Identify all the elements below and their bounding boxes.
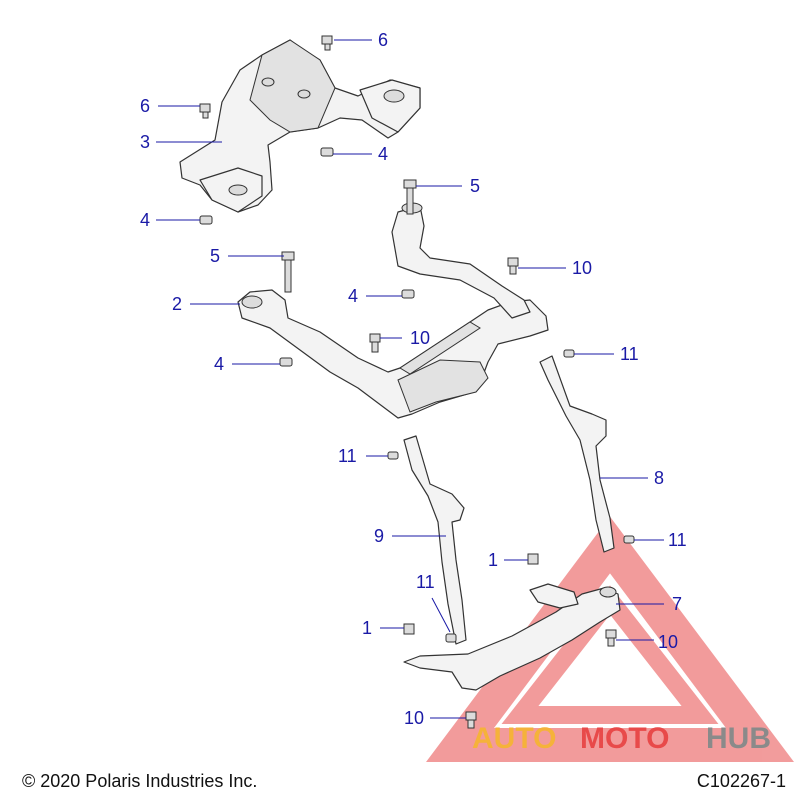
callout-4: 4: [348, 286, 358, 306]
leader-lines: [156, 39, 664, 719]
callout-6: 6: [140, 96, 150, 116]
bolt-6-left: [199, 103, 211, 119]
bolt-10-a: [507, 257, 519, 275]
callout-labels: 6 6 3 4 4 5 5 10 2 4 10 4 11 11 8 9 1 11…: [140, 30, 687, 728]
bolt-1-b: [403, 623, 415, 635]
callout-4: 4: [378, 144, 388, 164]
part-2-crossmember: [237, 202, 549, 419]
callout-5: 5: [210, 246, 220, 266]
nut-4-c: [401, 289, 415, 299]
callout-9: 9: [374, 526, 384, 546]
nut-4-a: [320, 147, 334, 157]
bolt-10-b: [369, 333, 381, 353]
callout-10: 10: [572, 258, 592, 278]
callout-4: 4: [214, 354, 224, 374]
nut-11-a: [563, 349, 575, 358]
callout-1: 1: [488, 550, 498, 570]
nut-11-c: [623, 535, 635, 544]
copyright-text: © 2020 Polaris Industries Inc.: [22, 771, 258, 791]
figure-id: C102267-1: [696, 771, 786, 791]
callout-5: 5: [470, 176, 480, 196]
callout-11: 11: [338, 446, 357, 466]
callout-4: 4: [140, 210, 150, 230]
part-9-left-rail: [403, 435, 467, 645]
callout-11: 11: [620, 344, 639, 364]
bolt-10-c: [605, 629, 617, 647]
part-8-right-rail: [539, 355, 615, 553]
callout-10: 10: [410, 328, 430, 348]
callout-10: 10: [404, 708, 424, 728]
callout-3: 3: [140, 132, 150, 152]
bolt-5-right: [403, 179, 417, 215]
nut-11-b: [387, 451, 399, 460]
bolt-5-left: [281, 251, 295, 293]
bolt-1-a: [527, 553, 539, 565]
hardware: [199, 35, 635, 729]
callout-11: 11: [416, 572, 435, 592]
watermark-part2: MOTO: [580, 722, 669, 755]
callout-8: 8: [654, 468, 664, 488]
nut-4-d: [279, 357, 293, 367]
callout-1: 1: [362, 618, 372, 638]
nut-4-b: [199, 215, 213, 225]
watermark-text: AUTO MOTO HUB: [472, 722, 771, 755]
part-7-lower-crossmember: [403, 583, 621, 691]
bolt-10-d: [465, 711, 477, 729]
watermark-part1: AUTO: [472, 722, 556, 755]
nut-11-d: [445, 633, 457, 643]
callout-2: 2: [172, 294, 182, 314]
watermark-part3: HUB: [706, 722, 771, 755]
callout-11: 11: [668, 530, 687, 550]
part-3-upper-bracket: [179, 39, 421, 213]
callout-6: 6: [378, 30, 388, 50]
callout-7: 7: [672, 594, 682, 614]
callout-10: 10: [658, 632, 678, 652]
bolt-6-top: [321, 35, 333, 51]
